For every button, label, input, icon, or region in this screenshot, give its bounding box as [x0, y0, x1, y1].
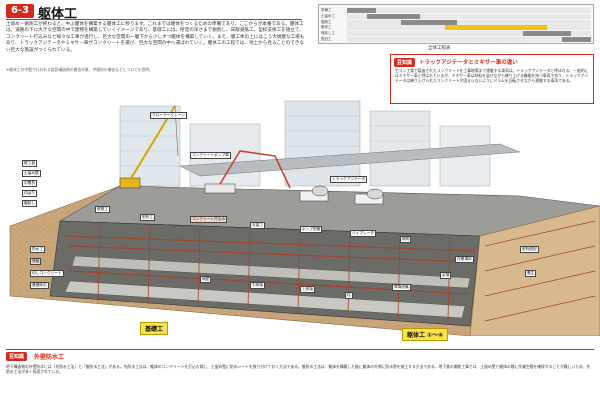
schedule-row-label: 土留め工 [321, 13, 335, 18]
base-slab-shape [64, 280, 466, 319]
construction-cutaway-drawing [9, 100, 600, 337]
label-agitator: トラックアジテータ [330, 176, 368, 183]
label-rubble: 基礎砕石 [30, 282, 49, 289]
label-support: 支保工 [250, 222, 266, 229]
label-formwork: 型枠工 [140, 214, 156, 221]
bottom-rule [6, 349, 594, 350]
waterproof-badge: 豆知識 [6, 352, 28, 361]
label-lighting: 照明 [400, 236, 412, 243]
schedule-row-label: 準備工 [321, 8, 332, 12]
label-upper-slab: 上床版 [300, 286, 316, 293]
schedule-bar [522, 31, 572, 37]
steel-piles [97, 223, 451, 323]
overall-schedule-chart: 準備工土留め工掘削工躯体工埋戻し工復旧工 [318, 4, 594, 44]
label-scaffold: 足場 [440, 272, 452, 279]
schedule-row [347, 31, 591, 37]
schedule-row-label: 埋戻し工 [321, 31, 335, 36]
side-wall-bracing [484, 220, 596, 322]
label-column: 柱 [345, 292, 353, 299]
label-sheet-pile: 土留め壁 [22, 170, 41, 177]
schedule-row [347, 37, 591, 42]
label-waterproof: 防水工 [30, 246, 46, 253]
schedule-caption: 全体工程表 [428, 46, 451, 51]
schedule-bar [366, 13, 421, 19]
concrete-pump-truck [204, 150, 291, 194]
agitator-trucks [299, 185, 384, 205]
schedule-row [347, 25, 591, 31]
label-pump: コンクリートポンプ車 [190, 152, 231, 159]
label-gravel: 均しコンクリート [30, 270, 64, 277]
label-deck: 覆工板 [22, 160, 38, 167]
construction-illustration: クローラークレーン コンクリートポンプ車 トラックアジテータ 覆工板 土留め壁 … [0, 96, 600, 341]
intro-paragraph: 土留め・掘削工が終わると、中ぶ躯体を構築する躯体工に移ります。これまでは躯体をつ… [6, 22, 305, 53]
schedule-bar [561, 37, 591, 42]
schedule-row-label: 躯体工 [321, 25, 332, 30]
waterproof-title: 外壁防水工 [34, 354, 65, 361]
schedule-bar [347, 8, 377, 13]
schedule-row [347, 19, 591, 25]
label-base-slab: 底版 [30, 258, 42, 265]
trivia-badge: 豆知識 [394, 58, 416, 67]
label-middle-pile: 中間杭 [22, 180, 38, 187]
schedule-row [347, 13, 591, 19]
label-pump-hose: ポンプ配管 [300, 226, 323, 233]
label-rebar-work: 鉄筋工 [95, 206, 111, 213]
label-formwork-remove: 型枠脱型 [520, 246, 539, 253]
section-title: 躯体工 [38, 7, 78, 22]
trivia-title: トラックアジテータとミキサー車の違い [419, 60, 518, 66]
label-ladder: 昇降設備 [392, 284, 411, 291]
schedule-row [347, 8, 591, 13]
schedule-row-label: 復旧工 [321, 37, 332, 41]
label-side-wall: 側壁 [200, 276, 212, 283]
label-worker-area: 作業場所 [455, 256, 474, 263]
waterproof-text: 地下構造物の外壁防水には「先防水工法」と「後防水工法」がある。先防水工法は、躯体… [6, 364, 591, 375]
note-paragraph: ※躯体工の中盤で行われる仮設構造物の撤去作業、中間杭の撤去などについても説明。 [6, 67, 153, 72]
title-rule [6, 19, 302, 20]
schedule-row-label: 掘削工 [321, 19, 332, 24]
schedule-bar-highlight [444, 25, 548, 31]
schedule-bar [400, 19, 457, 25]
tag-body: 躯体工 ①〜⑧ [402, 328, 449, 341]
trivia-text: 生コン工場で製造されたコンクリートを工事現場まで運搬する車両は、トラックアジテー… [395, 68, 589, 84]
label-strut: 切ばり [22, 190, 38, 197]
section-number-badge: 6-3 [6, 4, 34, 18]
label-curing: 養生 [525, 270, 537, 277]
middle-slab-shape [71, 255, 471, 289]
trivia-box: 豆知識 トラックアジテータとミキサー車の違い 生コン工場で製造されたコンクリート… [390, 54, 594, 104]
label-crane: クローラークレーン [150, 112, 188, 119]
label-wale: 腹起し [22, 200, 38, 207]
label-middle-slab: 中床版 [250, 282, 266, 289]
label-vibrator: バイブレータ [350, 230, 377, 237]
label-concrete: コンクリート打込み [190, 216, 228, 223]
tag-foundation: 基礎工 [140, 322, 169, 335]
